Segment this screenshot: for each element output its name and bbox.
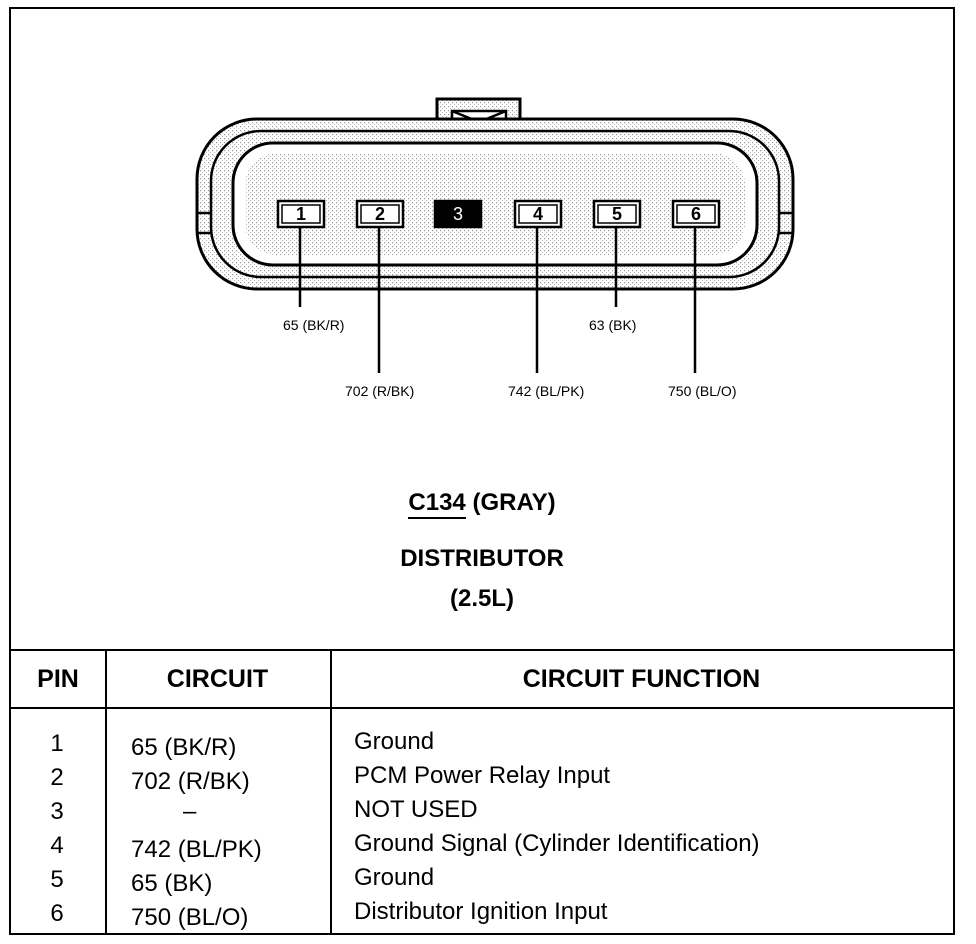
column-divider-2 [330, 651, 332, 935]
engine-size: (2.5L) [449, 585, 514, 612]
pin-number: 5 [612, 204, 622, 224]
table-row-function: PCM Power Relay Input [354, 762, 611, 789]
table-row-pin: 3 [50, 798, 64, 825]
table-row-function: Distributor Ignition Input [354, 898, 608, 925]
connector-code: C134 [408, 489, 466, 519]
wire-label-pin5: 63 (BK) [589, 317, 637, 333]
header-circuit: CIRCUIT [166, 665, 269, 693]
connector-drawing: 1 2 3 4 5 6 [195, 97, 795, 373]
table-row-circuit: 750 (BL/O) [131, 904, 249, 931]
header-pin: PIN [37, 665, 79, 693]
connector-pin-4: 4 [513, 199, 563, 229]
component-name: DISTRIBUTOR [400, 545, 564, 572]
connector-pin-1: 1 [276, 199, 326, 229]
connector-pin-3: 3 [433, 199, 483, 229]
table-row-function: Ground [354, 864, 435, 891]
wire-label-pin6: 750 (BL/O) [668, 383, 737, 399]
wire-label-pin4: 742 (BL/PK) [508, 383, 585, 399]
table-row-circuit: – [183, 798, 197, 825]
table-row-circuit: 702 (R/BK) [131, 768, 250, 795]
pin-number: 3 [453, 204, 463, 224]
pin-number: 1 [296, 204, 306, 224]
table-row-pin: 1 [50, 730, 64, 757]
table-row-pin: 5 [50, 866, 64, 893]
header-circuit-function: CIRCUIT FUNCTION [522, 665, 761, 693]
connector-pin-5: 5 [592, 199, 642, 229]
table-row-function: NOT USED [354, 796, 478, 823]
wire-label-pin1: 65 (BK/R) [283, 317, 345, 333]
table-row-circuit: 742 (BL/PK) [131, 836, 262, 863]
connector-title: C134 (GRAY) [11, 489, 953, 519]
table-row-function: Ground [354, 728, 435, 755]
table-row-circuit: 65 (BK) [131, 870, 213, 897]
connector-pin-6: 6 [671, 199, 721, 229]
table-row-pin: 6 [50, 900, 64, 927]
table-row-circuit: 65 (BK/R) [131, 734, 237, 761]
column-divider-1 [105, 651, 107, 935]
wire-label-pin2: 702 (R/BK) [345, 383, 415, 399]
table-row-pin: 4 [50, 832, 64, 859]
pin-number: 4 [533, 204, 543, 224]
connector-pin-2: 2 [355, 199, 405, 229]
pin-number: 6 [691, 204, 701, 224]
connector-color: (GRAY) [472, 489, 556, 516]
pin-number: 2 [375, 204, 385, 224]
table-row-pin: 2 [50, 764, 64, 791]
header-divider [11, 707, 953, 709]
connector-housing-rim [209, 129, 781, 279]
pinout-table: PIN CIRCUIT CIRCUIT FUNCTION 1 65 (BK/R)… [11, 649, 953, 935]
table-row-function: Ground Signal (Cylinder Identification) [354, 830, 760, 857]
